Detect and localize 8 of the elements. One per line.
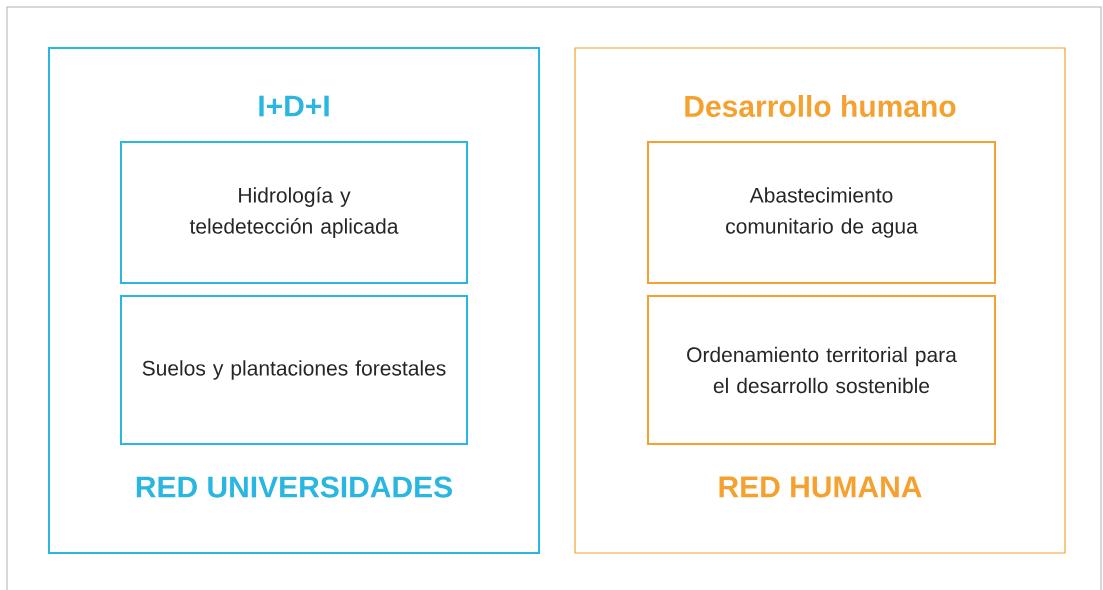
topic-box: Abastecimiento comunitario de agua (647, 141, 996, 284)
topic-box: Hidrología y teledetección aplicada (120, 141, 468, 284)
box-heading: Desarrollo humano (685, 95, 956, 118)
network-label: RED UNIVERSIDADES (136, 476, 452, 498)
topic-box: Ordenamiento territorial para el desarrollo sostenible (647, 295, 996, 445)
box-heading: I+D+I (259, 95, 329, 117)
network-label: RED HUMANA (719, 476, 922, 498)
topic-box: Suelos y plantaciones forestales (120, 295, 468, 445)
